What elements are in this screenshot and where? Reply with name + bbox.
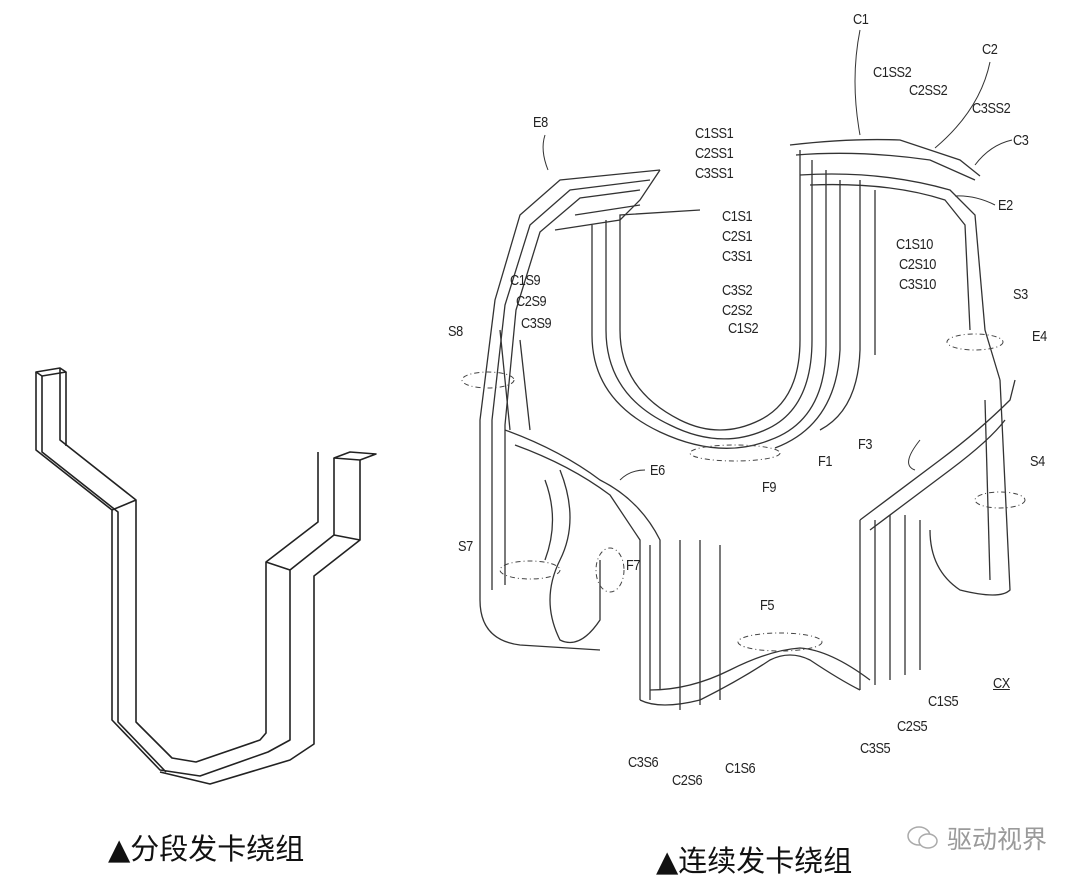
- watermark-text: 驱动视界: [947, 825, 1048, 854]
- label-c3s9: C3S9: [521, 315, 552, 332]
- label-e8: E8: [533, 114, 548, 131]
- label-c3ss1: C3SS1: [695, 165, 734, 182]
- label-e6: E6: [650, 462, 665, 479]
- wechat-icon: [907, 826, 938, 849]
- label-c1s6: C1S6: [725, 760, 756, 777]
- right-figure-caption: ▲连续发卡绕组: [656, 844, 853, 878]
- label-c3s5: C3S5: [860, 740, 891, 757]
- left-figure-caption: ▲分段发卡绕组: [108, 832, 305, 866]
- label-f1: F1: [818, 453, 833, 470]
- label-s7: S7: [458, 538, 473, 555]
- label-c1s2: C1S2: [728, 320, 759, 337]
- label-c2s2: C2S2: [722, 302, 753, 319]
- label-c2s9: C2S9: [516, 293, 547, 310]
- label-s3: S3: [1013, 286, 1028, 303]
- label-c1s9: C1S9: [510, 272, 541, 289]
- label-c2s5: C2S5: [897, 718, 928, 735]
- label-c1: C1: [853, 11, 869, 28]
- label-c3s1: C3S1: [722, 248, 753, 265]
- label-c1s1: C1S1: [722, 208, 753, 225]
- label-f7: F7: [626, 557, 641, 574]
- label-c2: C2: [982, 41, 998, 58]
- label-f9: F9: [762, 479, 777, 496]
- label-c2s10: C2S10: [899, 256, 936, 273]
- label-c3ss2: C3SS2: [972, 100, 1011, 117]
- label-c3s2: C3S2: [722, 282, 753, 299]
- label-c2s1: C2S1: [722, 228, 753, 245]
- label-cx: CX: [993, 675, 1010, 692]
- label-s8: S8: [448, 323, 463, 340]
- label-s4: S4: [1030, 453, 1045, 470]
- label-c1ss1: C1SS1: [695, 125, 734, 142]
- label-e2: E2: [998, 197, 1013, 214]
- label-c1s5: C1S5: [928, 693, 959, 710]
- label-c1s10: C1S10: [896, 236, 933, 253]
- label-c2ss1: C2SS1: [695, 145, 734, 162]
- label-c2ss2: C2SS2: [909, 82, 948, 99]
- label-e4: E4: [1032, 328, 1047, 345]
- label-f5: F5: [760, 597, 775, 614]
- watermark: 驱动视界: [905, 820, 1047, 856]
- label-c2s6: C2S6: [672, 772, 703, 789]
- label-c3s10: C3S10: [899, 276, 936, 293]
- label-f3: F3: [858, 436, 873, 453]
- label-c1ss2: C1SS2: [873, 64, 912, 81]
- label-c3s6: C3S6: [628, 754, 659, 771]
- label-c3: C3: [1013, 132, 1029, 149]
